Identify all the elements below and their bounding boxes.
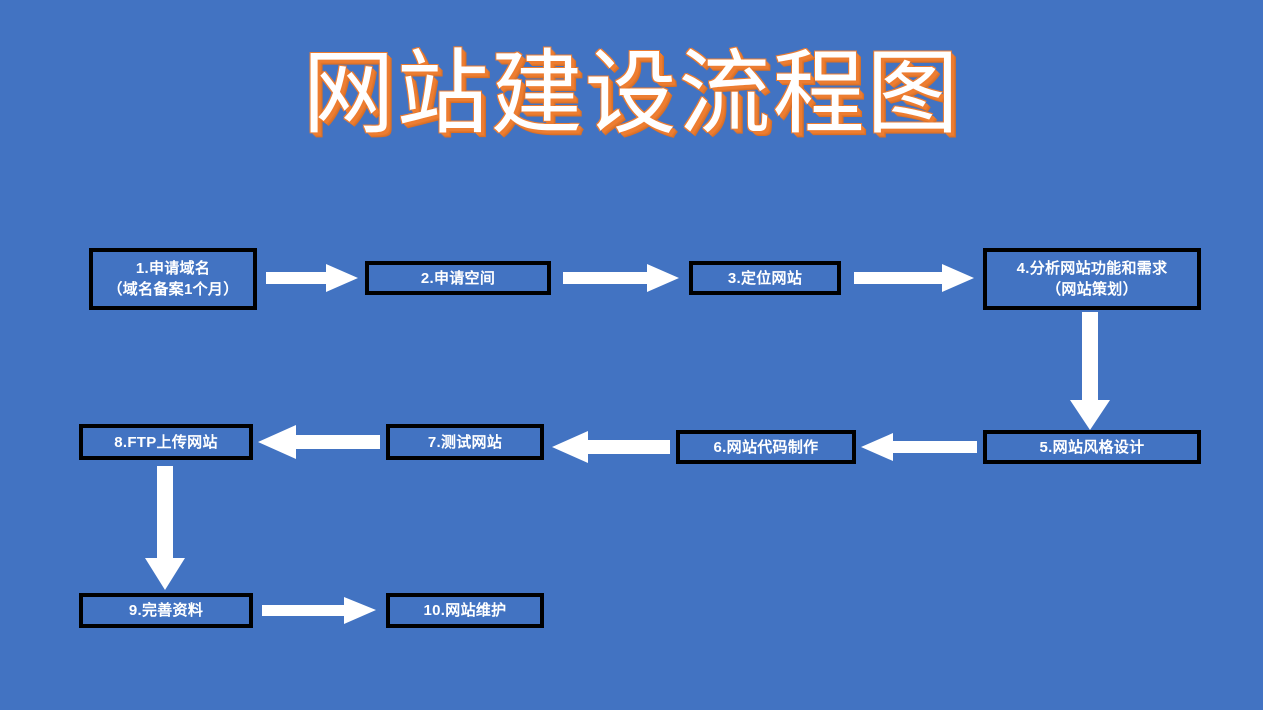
flow-node-6-label: 6.网站代码制作 <box>713 438 819 456</box>
flow-node-2[interactable]: 2.申请空间 <box>365 261 551 295</box>
arrow-3-to-4 <box>854 262 974 294</box>
arrow-8-to-9 <box>145 466 185 590</box>
flow-node-4[interactable]: 4.分析网站功能和需求 （网站策划） <box>983 248 1201 310</box>
flow-node-9-label: 9.完善资料 <box>128 602 204 619</box>
flow-node-9[interactable]: 9.完善资料 <box>79 593 253 628</box>
flow-node-7-label: 7.测试网站 <box>427 433 503 451</box>
flow-node-6[interactable]: 6.网站代码制作 <box>676 430 856 464</box>
flow-node-3-label: 3.定位网站 <box>727 269 803 287</box>
arrow-2-to-3 <box>563 262 679 294</box>
flow-node-7[interactable]: 7.测试网站 <box>386 424 544 460</box>
arrow-5-to-6 <box>861 431 977 463</box>
flow-node-1-label: 1.申请域名 （域名备案1个月） <box>107 260 239 298</box>
page-title: 网站建设流程图 <box>302 40 961 147</box>
flow-node-4-label: 4.分析网站功能和需求 （网站策划） <box>1016 260 1168 298</box>
flow-node-5[interactable]: 5.网站风格设计 <box>983 430 1201 464</box>
flow-node-8[interactable]: 8.FTP上传网站 <box>79 424 253 460</box>
flow-node-8-label: 8.FTP上传网站 <box>114 433 218 451</box>
flow-node-10-label: 10.网站维护 <box>423 602 507 619</box>
arrow-1-to-2 <box>266 262 358 294</box>
flow-node-1[interactable]: 1.申请域名 （域名备案1个月） <box>89 248 257 310</box>
flow-node-5-label: 5.网站风格设计 <box>1039 438 1145 456</box>
flow-node-10[interactable]: 10.网站维护 <box>386 593 544 628</box>
flow-node-2-label: 2.申请空间 <box>420 269 496 287</box>
arrow-6-to-7 <box>552 429 670 465</box>
arrow-7-to-8 <box>258 423 380 461</box>
flow-node-3[interactable]: 3.定位网站 <box>689 261 841 295</box>
arrow-9-to-10 <box>262 595 376 626</box>
arrow-4-to-5 <box>1070 312 1110 430</box>
